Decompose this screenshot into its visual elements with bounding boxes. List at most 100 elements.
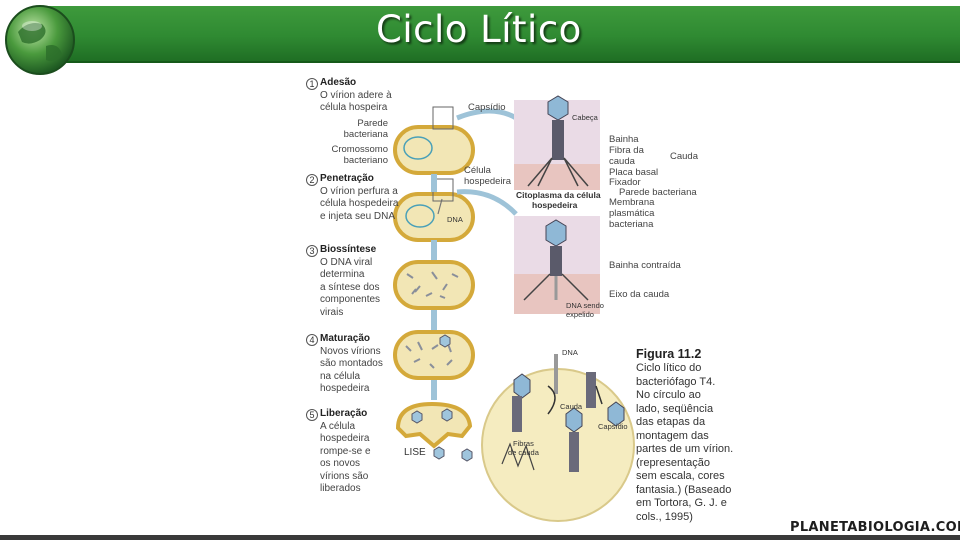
label-line: hospedeira [464,176,512,187]
step-4-line: hospedeira [320,383,370,395]
label-line: Cromossomo [331,144,389,155]
caption-line: bacteriófago T4. [636,375,716,388]
caption-line: cols., 1995) [636,510,693,523]
step-2-line: célula hospedeira [320,198,399,210]
assembly-circle [481,354,635,522]
label-cauda: Cauda [670,151,698,162]
step-4-number: 4 [306,334,318,346]
planetabiologia-logo: PLANETABIOLOGIA.COM [790,520,960,535]
label-membrana: Membrana plasmática bacteriana [609,197,654,230]
host-cell-step1 [393,125,475,175]
step-4-line: Novos vírions [320,346,381,357]
label-circle-fibras: Fibras de cauda [508,439,539,457]
host-cell-step4 [393,330,475,380]
label-line: bacteriana [609,219,654,230]
caption-line: das etapas da [636,416,706,428]
label-line: bacteriana [343,129,388,140]
label-bainha: Bainha [609,134,639,145]
step-4-line: são montados [320,358,383,370]
caption-line: em Tortora, G. J. e [636,497,727,509]
step-1-line: O vírion adere à [320,90,392,101]
step-1-number: 1 [306,78,318,90]
label-parede-bacteriana-2: Parede bacteriana [619,187,697,198]
step-5-line: os novos [320,458,361,470]
figure-caption-title: Figura 11.2 [636,347,702,361]
caption-line: partes de um vírion. [636,443,734,455]
step-3-line: O DNA viral [320,257,373,268]
host-cell-step3 [393,260,475,310]
step-1-line: célula hospeira [320,102,388,114]
step-5-line: rompe-se e [320,445,371,457]
host-cell-step5 [395,401,473,462]
step-3-text: O DNA viral determina a síntese dos comp… [320,257,380,319]
step-5-line: liberados [320,483,361,495]
lytic-cycle-figure: 1 Adesão O vírion adere à célula hospeir… [302,74,734,532]
step-3-line: a síntese dos [320,281,380,293]
label-placa-basal: Placa basal [609,167,659,178]
phage-detail-1 [514,95,600,190]
caption-line: No círculo ao [636,389,701,401]
label-line: Membrana [609,197,655,208]
label-circle-dna: DNA [562,348,578,357]
step-3-line: virais [320,306,344,318]
label-fibra-da-cauda: Fibra da cauda [609,145,644,167]
step-2-text: O vírion perfura a célula hospedeira e i… [320,186,398,223]
label-cabeca: Cabeça [572,113,598,122]
caption-line: (representação [636,456,710,469]
phage-detail-2 [514,216,600,314]
label-citoplasma: Citoplasma da célula hospedeira [516,190,601,210]
caption-line: lado, seqüência [636,402,714,415]
label-circle-cauda: Cauda [560,402,583,411]
step-3-number: 3 [306,245,318,257]
label-line: cauda [609,156,635,167]
label-dna: DNA [447,215,463,224]
caption-line: montagem das [636,429,709,442]
label-dna-expelido: DNA sendo expelido [566,301,604,319]
label-line: Fibra da [609,145,644,156]
caption-line: Ciclo lítico do [636,362,702,374]
label-celula-hospedeira: Célula hospedeira [464,165,511,187]
label-line: de cauda [508,447,539,457]
label-capsideo: Capsídio [468,102,506,113]
step-3-line: determina [320,269,365,281]
step-3-line: componentes [320,294,381,306]
label-line: Célula [464,165,491,176]
label-line: plasmática [609,208,655,219]
bottom-bar [0,535,960,540]
step-1-text: O vírion adere à célula hospeira [320,90,392,115]
step-4-text: Novos vírions são montados na célula hos… [320,346,383,396]
step-3-heading: Biossíntese [320,244,377,255]
title-banner [40,6,960,63]
label-line: bacteriano [343,155,388,166]
step-5-text: A célula hospedeira rompe-se e os novos … [320,421,371,495]
label-cromossomo-bacteriano: Cromossomo bacteriano [322,144,389,166]
step-2-heading: Penetração [320,173,374,184]
label-line: expelido [566,309,594,319]
step-5-heading: Liberação [320,408,368,419]
label-bainha-contraida: Bainha contraída [609,260,681,271]
label-parede-bacteriana: Parede bacteriana [322,118,388,140]
step-5-line: hospedeira [320,433,370,445]
step-4-line: na célula [320,370,361,382]
step-5-number: 5 [306,409,318,421]
label-line: Fibras [513,439,534,448]
label-line: Citoplasma da célula [516,190,601,200]
step-2-number: 2 [306,174,318,186]
page-title: Ciclo Lítico [376,8,582,51]
step-2-line: e injeta seu DNA [320,210,396,222]
label-line: Parede [357,118,388,129]
label-line: DNA sendo [566,301,604,310]
label-lise: LISE [404,447,426,458]
figure-caption-text: Ciclo lítico do bacteriófago T4. No círc… [636,362,733,524]
step-2-line: O vírion perfura a [320,186,398,197]
caption-line: sem escala, cores [636,470,725,482]
step-5-line: vírions são [320,470,369,482]
globe-logo-icon [5,5,75,75]
label-fixador: Fixador [609,177,641,188]
label-eixo-da-cauda: Eixo da cauda [609,289,670,300]
step-1-heading: Adesão [320,77,357,88]
label-line: hospedeira [532,199,578,210]
step-4-heading: Maturação [320,333,371,344]
lytic-cycle-illustration [393,95,635,522]
step-5-line: A célula [320,421,356,432]
